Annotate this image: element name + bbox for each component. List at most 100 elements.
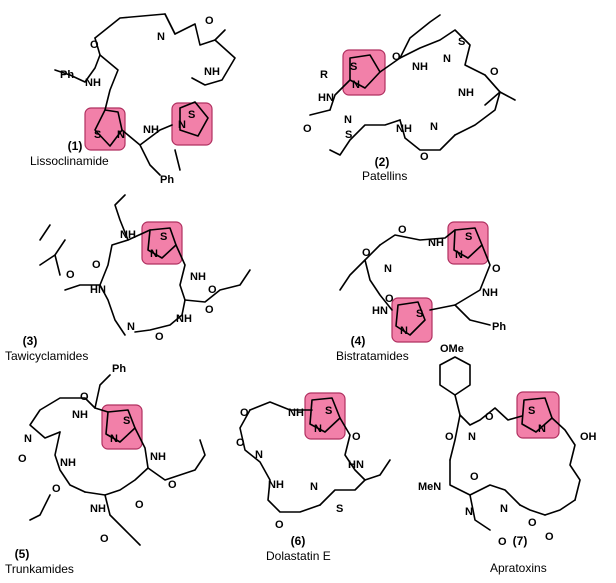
s-label-6b: S xyxy=(336,503,343,515)
o-label-3b: O xyxy=(92,259,101,271)
thiazoline-highlight-4b xyxy=(391,297,433,343)
s-label-1a: S xyxy=(94,129,101,141)
thiazoline-highlight-4a xyxy=(447,221,489,265)
n-label-1a: N xyxy=(117,129,125,141)
o-label-4a: O xyxy=(398,224,407,236)
ph-label-1a: Ph xyxy=(60,69,74,81)
compound-5-name: Trunkamides xyxy=(5,562,74,576)
compound-6-number: (6) xyxy=(291,534,306,548)
oh-label-7: OH xyxy=(580,431,597,443)
compound-7-number: (7) xyxy=(513,534,528,548)
n-label-1c: N xyxy=(157,31,165,43)
n-label-7a: N xyxy=(538,423,546,435)
s-label-2c: S xyxy=(345,129,352,141)
compound-3-name: Tawicyclamides xyxy=(5,349,88,363)
s-label-5: S xyxy=(123,415,130,427)
n-label-4b: N xyxy=(384,263,392,275)
o-label-5a: O xyxy=(80,391,89,403)
o-label-3c: O xyxy=(208,284,217,296)
nh-label-3a: NH xyxy=(120,229,136,241)
n-label-3b: N xyxy=(127,321,135,333)
nh-label-6a: NH xyxy=(288,407,304,419)
o-label-5c: O xyxy=(168,479,177,491)
r-label-2: R xyxy=(320,69,328,81)
nh-label-4a: NH xyxy=(428,237,444,249)
o-label-2c: O xyxy=(303,123,312,135)
o-label-6d: O xyxy=(275,519,284,531)
nh-label-3b: NH xyxy=(190,271,206,283)
n-label-2d: N xyxy=(430,121,438,133)
s-label-2a: S xyxy=(350,61,357,73)
n-label-6b: N xyxy=(255,449,263,461)
n-label-4c: N xyxy=(400,325,408,337)
nh-label-5a: NH xyxy=(72,409,88,421)
compound-1-name: Lissoclinamide xyxy=(30,154,109,168)
o-label-7c: O xyxy=(470,471,479,483)
o-label-6c: O xyxy=(352,431,361,443)
s-label-4b: S xyxy=(416,308,423,320)
nh-label-4b: NH xyxy=(482,287,498,299)
compound-1-number: (1) xyxy=(68,139,83,153)
o-label-5f: O xyxy=(100,533,109,545)
o-label-5b: O xyxy=(18,453,27,465)
o-label-3e: O xyxy=(155,331,164,343)
o-label-1a: O xyxy=(205,15,214,27)
compound-7-structure: OMe S N N O O OH MeN O N N O O O (7) Apr… xyxy=(418,343,597,575)
men-label-7: MeN xyxy=(418,481,441,493)
s-label-6a: S xyxy=(325,405,332,417)
compound-2-structure: R S N O NH S N O NH HN O N S NH N O (2) … xyxy=(303,14,516,183)
o-label-4d: O xyxy=(385,293,394,305)
o-label-5e: O xyxy=(135,499,144,511)
o-label-7f: O xyxy=(498,536,507,548)
s-label-1b: S xyxy=(188,109,195,121)
ome-label-7: OMe xyxy=(440,343,464,355)
nh-label-1b: NH xyxy=(143,124,159,136)
n-label-7d: N xyxy=(500,503,508,515)
n-label-3a: N xyxy=(150,248,158,260)
compound-2-number: (2) xyxy=(375,155,390,169)
ph-label-1b: Ph xyxy=(160,174,174,186)
compound-3-structure: O S N NH O HN NH O O NH N O (3) Tawicycl… xyxy=(5,194,251,363)
compound-7-name: Apratoxins xyxy=(490,561,547,575)
nh-label-5d: NH xyxy=(90,503,106,515)
o-label-3d: O xyxy=(205,304,214,316)
nh-label-5b: NH xyxy=(60,457,76,469)
n-label-1b: N xyxy=(178,119,186,131)
compound-6-name: Dolastatin E xyxy=(266,549,331,563)
compound-1-structure: Ph NH S N S N NH Ph NH O N O (1) Lissocl… xyxy=(30,13,236,186)
o-label-1b: O xyxy=(90,39,99,51)
n-label-6c: N xyxy=(310,481,318,493)
n-label-7b: N xyxy=(468,431,476,443)
hn-label-2: HN xyxy=(318,92,334,104)
nh-label-1a: NH xyxy=(85,77,101,89)
compound-5-number: (5) xyxy=(15,547,30,561)
ph-label-4: Ph xyxy=(492,321,506,333)
s-label-4a: S xyxy=(465,231,472,243)
o-label-5d: O xyxy=(52,483,61,495)
o-label-6a: O xyxy=(240,407,249,419)
n-label-5b: N xyxy=(24,433,32,445)
o-label-2b: O xyxy=(490,66,499,78)
o-label-3a: O xyxy=(66,269,75,281)
o-label-4c: O xyxy=(492,263,501,275)
o-label-7e: O xyxy=(545,531,554,543)
nh-label-1c: NH xyxy=(204,66,220,78)
s-label-2b: S xyxy=(458,36,465,48)
n-label-2b: N xyxy=(443,53,451,65)
compound-4-name: Bistratamides xyxy=(336,349,409,363)
o-label-7b: O xyxy=(485,411,494,423)
o-label-2a: O xyxy=(392,51,401,63)
nh-label-6b: NH xyxy=(268,479,284,491)
compound-5-structure: Ph O NH S N N O NH NH O O NH O O (5) Tru… xyxy=(5,363,206,576)
nh-label-2c: NH xyxy=(396,123,412,135)
compound-2-name: Patellins xyxy=(362,169,407,183)
s-label-7: S xyxy=(528,405,535,417)
hn-label-4: HN xyxy=(372,305,388,317)
compound-6-structure: O NH S N O N O HN NH N S O (6) Dolastati… xyxy=(236,392,391,563)
n-label-2a: N xyxy=(352,79,360,91)
o-label-7d: O xyxy=(528,517,537,529)
nh-label-2a: NH xyxy=(412,61,428,73)
hn-label-3: HN xyxy=(90,284,106,296)
o-label-2d: O xyxy=(420,151,429,163)
s-label-3: S xyxy=(160,231,167,243)
